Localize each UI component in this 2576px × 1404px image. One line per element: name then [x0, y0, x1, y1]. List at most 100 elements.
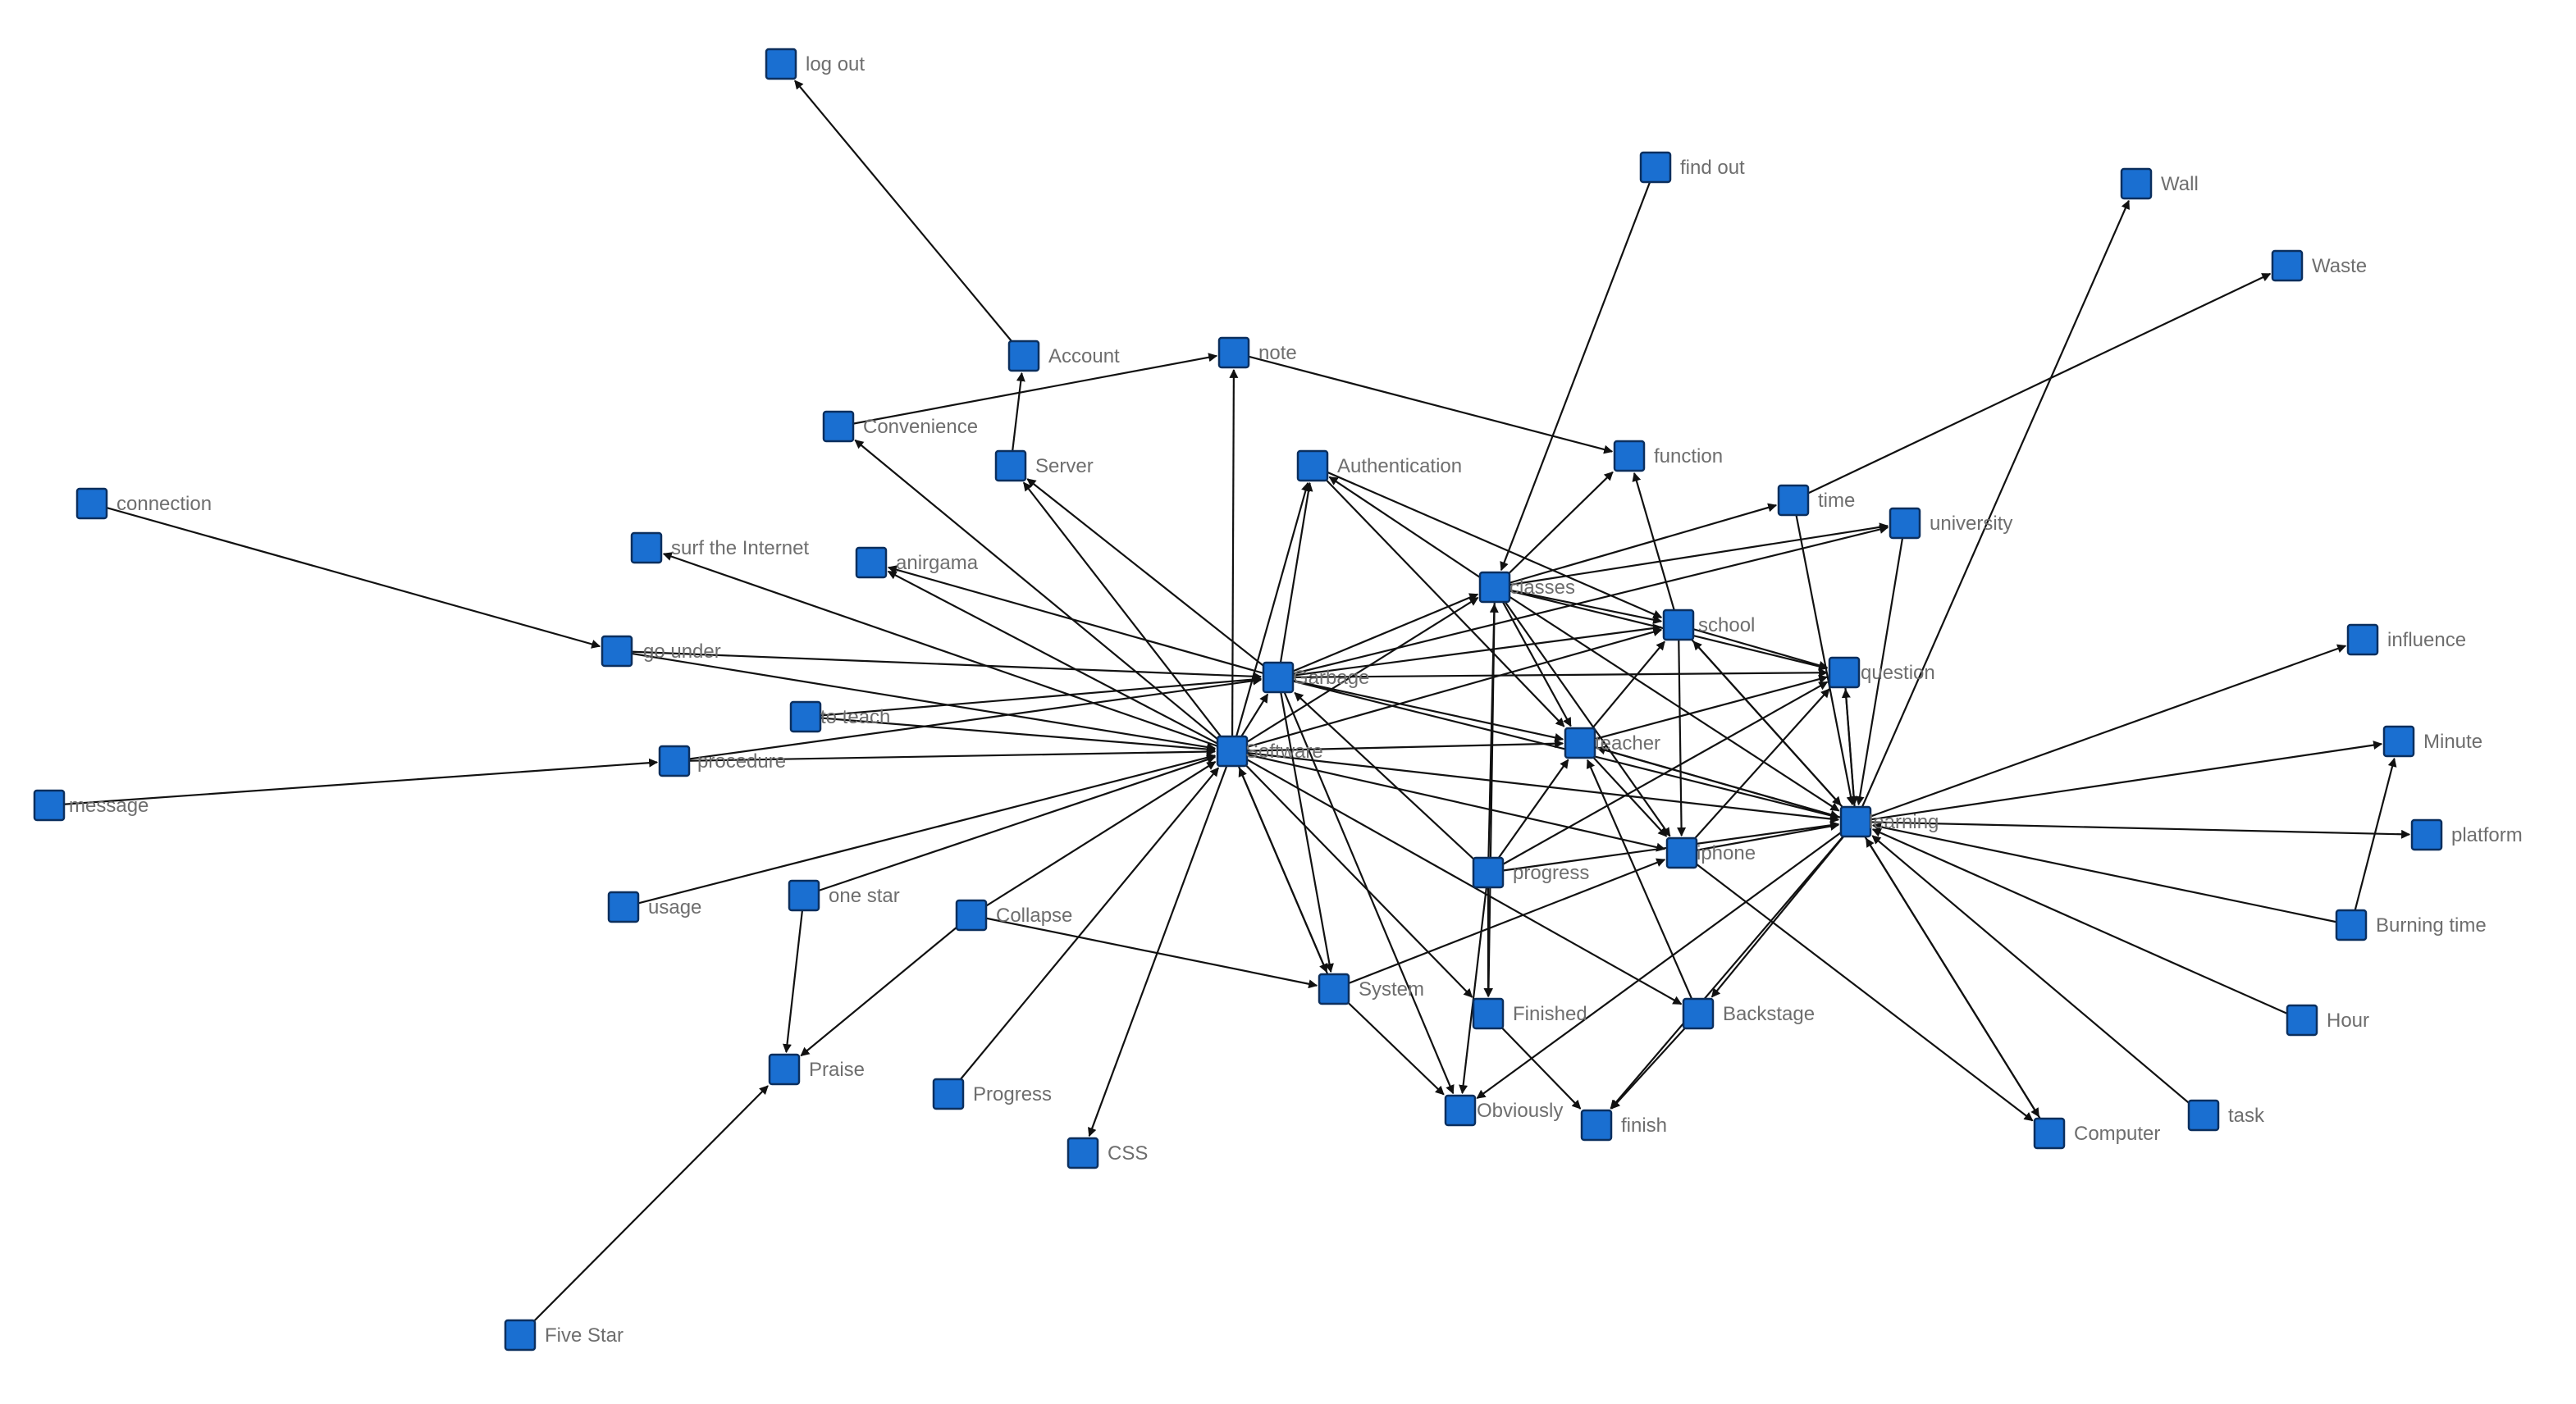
edge-software-to-authentication: [1231, 481, 1310, 752]
node-box[interactable]: [768, 1053, 801, 1086]
node-box[interactable]: [788, 879, 820, 912]
node-box[interactable]: [955, 899, 988, 932]
node-find-out[interactable]: find out: [1639, 151, 1745, 184]
node-minute[interactable]: Minute: [2382, 725, 2482, 758]
node-university[interactable]: university: [1889, 507, 2012, 540]
node-system[interactable]: System: [1318, 973, 1424, 1005]
node-burning-time[interactable]: Burning time: [2335, 909, 2487, 941]
node-surf[interactable]: surf the Internet: [630, 531, 809, 564]
node-server[interactable]: Server: [994, 449, 1094, 482]
node-box[interactable]: [1839, 805, 1872, 838]
node-box[interactable]: [1217, 336, 1250, 369]
node-praise[interactable]: Praise: [768, 1053, 865, 1086]
node-classes[interactable]: classes: [1478, 571, 1575, 604]
node-box[interactable]: [2187, 1099, 2220, 1132]
node-platform[interactable]: platform: [2410, 818, 2523, 851]
node-influence[interactable]: influence: [2346, 623, 2466, 656]
node-box[interactable]: [658, 745, 691, 777]
node-anirgama[interactable]: anirgama: [855, 546, 979, 579]
node-obviously[interactable]: Obviously: [1444, 1094, 1563, 1127]
node-iphone[interactable]: iphone: [1665, 836, 1756, 869]
node-box[interactable]: [2346, 623, 2379, 656]
node-finished[interactable]: Finished: [1472, 997, 1587, 1030]
node-css[interactable]: CSS: [1066, 1137, 1148, 1169]
node-box[interactable]: [1564, 727, 1596, 759]
node-message[interactable]: message: [33, 789, 148, 822]
node-box[interactable]: [1216, 735, 1249, 768]
node-box[interactable]: [932, 1078, 965, 1110]
node-box[interactable]: [789, 700, 822, 733]
node-box[interactable]: [607, 891, 640, 923]
node-box[interactable]: [2286, 1004, 2318, 1037]
node-box[interactable]: [1478, 571, 1511, 604]
node-task[interactable]: task: [2187, 1099, 2265, 1132]
node-box[interactable]: [1665, 836, 1698, 869]
node-go-under[interactable]: go under: [601, 635, 721, 668]
node-usage[interactable]: usage: [607, 891, 701, 923]
node-box[interactable]: [2271, 249, 2304, 282]
node-progress2[interactable]: Progress: [932, 1078, 1052, 1110]
node-account[interactable]: Account: [1007, 340, 1120, 372]
node-box[interactable]: [1066, 1137, 1099, 1169]
node-wall[interactable]: Wall: [2120, 167, 2199, 200]
node-time[interactable]: time: [1777, 484, 1855, 517]
node-box[interactable]: [765, 48, 797, 80]
node-school[interactable]: school: [1662, 609, 1755, 641]
node-box[interactable]: [822, 410, 855, 443]
node-box[interactable]: [1472, 856, 1505, 889]
node-progress[interactable]: progress: [1472, 856, 1589, 889]
node-log-out[interactable]: log out: [765, 48, 865, 80]
node-function[interactable]: function: [1613, 440, 1723, 472]
node-software[interactable]: Software: [1216, 735, 1323, 768]
node-one-star[interactable]: one star: [788, 879, 900, 912]
node-box[interactable]: [1662, 609, 1695, 641]
node-box[interactable]: [2410, 818, 2443, 851]
node-box[interactable]: [504, 1319, 537, 1352]
node-box[interactable]: [1889, 507, 1921, 540]
node-convenience[interactable]: Convenience: [822, 410, 978, 443]
node-box[interactable]: [1296, 449, 1329, 482]
node-backstage[interactable]: Backstage: [1682, 997, 1815, 1030]
node-box[interactable]: [1262, 661, 1295, 694]
node-box[interactable]: [2335, 909, 2368, 941]
edge-collapse-to-praise: [800, 914, 972, 1057]
node-box[interactable]: [1777, 484, 1810, 517]
node-box[interactable]: [33, 789, 66, 822]
node-label: Wall: [2161, 173, 2199, 195]
node-teacher[interactable]: teacher: [1564, 727, 1660, 759]
node-box[interactable]: [601, 635, 633, 668]
node-to-teach[interactable]: to teach: [789, 700, 890, 733]
node-box[interactable]: [1318, 973, 1350, 1005]
node-hour[interactable]: Hour: [2286, 1004, 2369, 1037]
node-learning[interactable]: learning: [1839, 805, 1939, 838]
node-finish[interactable]: finish: [1580, 1109, 1667, 1142]
node-note[interactable]: note: [1217, 336, 1297, 369]
node-box[interactable]: [2033, 1117, 2066, 1150]
node-box[interactable]: [1639, 151, 1672, 184]
node-collapse[interactable]: Collapse: [955, 899, 1072, 932]
node-box[interactable]: [1472, 997, 1505, 1030]
node-box[interactable]: [1682, 997, 1715, 1030]
node-box[interactable]: [2382, 725, 2415, 758]
node-box[interactable]: [1007, 340, 1040, 372]
node-five-star[interactable]: Five Star: [504, 1319, 623, 1352]
node-authentication[interactable]: Authentication: [1296, 449, 1462, 482]
node-waste[interactable]: Waste: [2271, 249, 2367, 282]
node-box[interactable]: [855, 546, 888, 579]
node-box[interactable]: [2120, 167, 2153, 200]
edge-classes-to-iphone: [1494, 586, 1671, 837]
node-box[interactable]: [994, 449, 1027, 482]
node-garbage[interactable]: Garbage: [1262, 661, 1369, 694]
node-box[interactable]: [1444, 1094, 1477, 1127]
edge-learning-to-school: [1692, 640, 1857, 823]
node-box[interactable]: [1580, 1109, 1613, 1142]
node-question[interactable]: question: [1828, 656, 1935, 689]
node-connection[interactable]: connection: [75, 487, 212, 520]
node-computer[interactable]: Computer: [2033, 1117, 2160, 1150]
node-procedure[interactable]: procedure: [658, 745, 786, 777]
node-box[interactable]: [1828, 656, 1861, 689]
node-box[interactable]: [75, 487, 108, 520]
edge-school-to-iphone: [1677, 624, 1687, 837]
node-box[interactable]: [1613, 440, 1646, 472]
node-box[interactable]: [630, 531, 663, 564]
